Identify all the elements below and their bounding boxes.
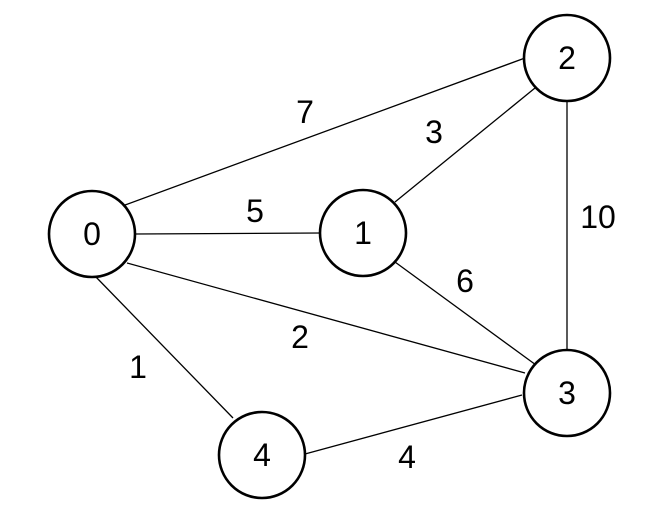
edge-0-2 [124, 57, 526, 206]
node-label-3: 3 [558, 375, 576, 411]
node-1 [318, 188, 408, 278]
edge-1-2 [394, 87, 536, 203]
edge-0-1 [134, 232, 322, 235]
edge-weight-0-4: 1 [129, 349, 147, 385]
edge-weight-0-1: 5 [246, 193, 264, 229]
node-4 [217, 410, 307, 500]
node-label-4: 4 [253, 437, 271, 473]
edge-weight-1-2: 3 [425, 114, 443, 150]
node-2 [522, 13, 612, 103]
edge-1-3 [394, 261, 537, 366]
edge-weight-0-3: 2 [291, 319, 309, 355]
edge-weight-1-3: 6 [456, 263, 474, 299]
node-label-2: 2 [558, 40, 576, 76]
node-label-0: 0 [83, 216, 101, 252]
edge-weight-2-3: 10 [580, 199, 616, 235]
edge-0-3 [126, 262, 526, 374]
node-0 [47, 189, 137, 279]
edge-0-4 [94, 275, 234, 419]
edge-weight-4-3: 4 [398, 439, 416, 475]
edge-weight-0-2: 7 [296, 94, 314, 130]
edge-4-3 [304, 394, 523, 455]
node-3 [522, 348, 612, 438]
node-label-1: 1 [354, 215, 372, 251]
